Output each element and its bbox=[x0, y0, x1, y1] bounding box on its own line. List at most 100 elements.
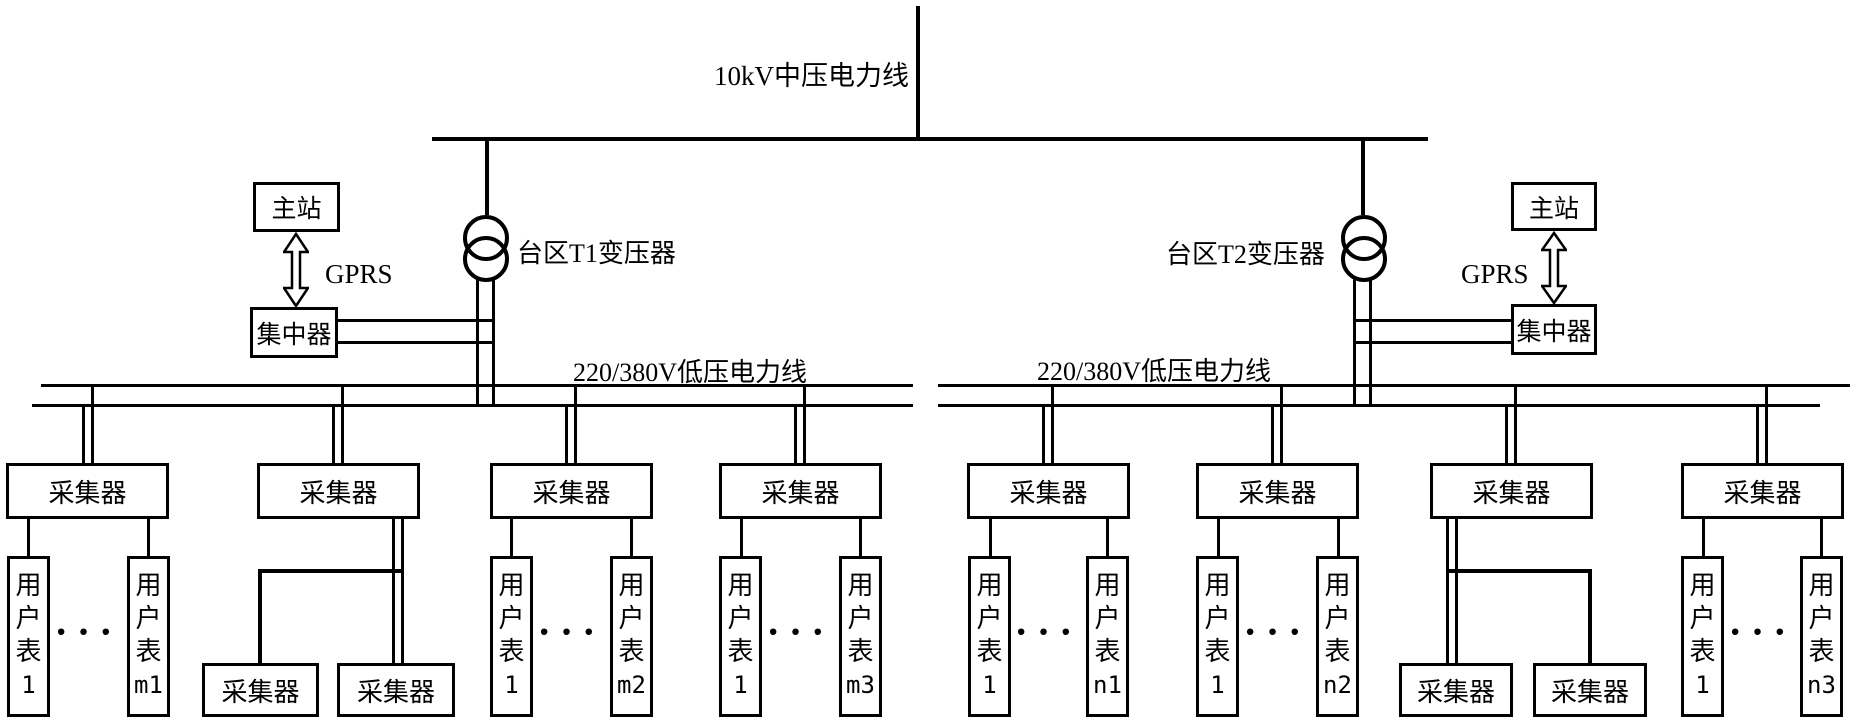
meter-wire bbox=[1337, 519, 1340, 556]
meter-id: m3 bbox=[846, 671, 875, 699]
collector-box-8: 采集器 bbox=[1681, 463, 1844, 519]
master-station-label: 主站 bbox=[1528, 195, 1579, 223]
meter-id: n3 bbox=[1807, 671, 1836, 699]
meter-wire bbox=[147, 519, 150, 556]
concentrator-label: 集中器 bbox=[1516, 318, 1592, 346]
mv-feeder-drop-line bbox=[916, 6, 920, 138]
t2-lv-line-a bbox=[1353, 277, 1356, 407]
sub-branch-wire bbox=[1588, 569, 1592, 663]
drop-wire bbox=[1042, 404, 1045, 463]
meter-wire bbox=[989, 519, 992, 556]
drop-wire bbox=[1756, 404, 1759, 463]
transformer-t2-label: 台区T2变压器 bbox=[1166, 240, 1325, 269]
drop-wire bbox=[574, 384, 577, 463]
meter-label: 用户表 bbox=[847, 571, 874, 666]
concentrator-t1-wire-a bbox=[338, 319, 495, 322]
gprs-arrow-icon-right bbox=[1541, 231, 1567, 305]
collector-label: 采集器 bbox=[532, 478, 611, 508]
meter-label: 用户表 bbox=[498, 571, 525, 666]
meter-wire bbox=[1820, 519, 1823, 556]
t1-hv-drop-line bbox=[485, 140, 489, 215]
meter-ellipsis: ··· bbox=[537, 609, 605, 654]
meter-wire bbox=[630, 519, 633, 556]
meter-wire bbox=[740, 519, 743, 556]
drop-wire bbox=[1051, 384, 1054, 463]
sub-collector-box: 采集器 bbox=[1399, 663, 1513, 717]
meter-label: 用户表 bbox=[1689, 571, 1716, 666]
meter-id: 1 bbox=[21, 671, 36, 699]
gprs-label-right: GPRS bbox=[1461, 259, 1529, 289]
meter-label: 用户表 bbox=[618, 571, 645, 666]
transformer-t1-label: 台区T1变压器 bbox=[517, 239, 676, 268]
drop-wire bbox=[1271, 404, 1274, 463]
lv-bus1-left bbox=[41, 384, 913, 387]
drop-wire bbox=[1765, 384, 1768, 463]
meter-label: 用户表 bbox=[976, 571, 1003, 666]
sub-branch-wire bbox=[258, 569, 404, 573]
meter-label: 用户表 bbox=[15, 571, 42, 666]
collector-label: 采集器 bbox=[761, 478, 840, 508]
meter-box: 用户表 n3 bbox=[1800, 556, 1843, 717]
concentrator-label: 集中器 bbox=[256, 321, 332, 349]
master-station-label: 主站 bbox=[271, 196, 322, 223]
concentrator-t2-wire-a bbox=[1356, 319, 1511, 322]
sub-collector-box: 采集器 bbox=[1533, 663, 1647, 717]
collector-label: 采集器 bbox=[356, 677, 435, 707]
transformer-t2-icon bbox=[1341, 215, 1387, 282]
drop-wire bbox=[565, 404, 568, 463]
sub-wire bbox=[401, 519, 404, 663]
lv-line-label-left: 220/380V低压电力线 bbox=[573, 358, 808, 387]
meter-wire bbox=[1217, 519, 1220, 556]
meter-id: m2 bbox=[617, 671, 646, 699]
meter-id: 1 bbox=[1695, 671, 1710, 699]
master-station-box-right: 主站 bbox=[1511, 182, 1597, 231]
meter-label: 用户表 bbox=[1808, 571, 1835, 666]
sub-branch-wire bbox=[258, 569, 262, 663]
sub-wire bbox=[392, 519, 395, 663]
transformer-t1-icon bbox=[463, 215, 509, 282]
sub-wire bbox=[1446, 519, 1449, 663]
drop-wire bbox=[82, 404, 85, 463]
meter-ellipsis: ··· bbox=[1014, 609, 1082, 654]
lv-bus2-right bbox=[938, 404, 1820, 407]
meter-ellipsis: ··· bbox=[1243, 609, 1311, 654]
collector-box-3: 采集器 bbox=[490, 463, 653, 519]
lv-bus1-right bbox=[938, 384, 1850, 387]
meter-id: 1 bbox=[733, 671, 748, 699]
collector-label: 采集器 bbox=[48, 478, 127, 508]
sub-branch-wire bbox=[1449, 569, 1592, 573]
drop-wire bbox=[1514, 384, 1517, 463]
collector-box-2: 采集器 bbox=[257, 463, 420, 519]
concentrator-box-right: 集中器 bbox=[1511, 304, 1597, 355]
meter-id: n2 bbox=[1323, 671, 1352, 699]
meter-box: 用户表 m2 bbox=[610, 556, 653, 717]
sub-collector-box: 采集器 bbox=[202, 663, 319, 717]
meter-wire bbox=[1702, 519, 1705, 556]
meter-wire bbox=[510, 519, 513, 556]
meter-ellipsis: ··· bbox=[766, 609, 834, 654]
collector-label: 采集器 bbox=[1723, 478, 1802, 508]
gprs-arrow-icon-left bbox=[283, 232, 309, 308]
drop-wire bbox=[341, 384, 344, 463]
gprs-label-left: GPRS bbox=[325, 259, 393, 289]
master-station-box-left: 主站 bbox=[253, 182, 340, 232]
mv-bus-line bbox=[432, 137, 1428, 141]
meter-id: 1 bbox=[1210, 671, 1225, 699]
concentrator-t2-wire-b bbox=[1356, 341, 1511, 344]
meter-label: 用户表 bbox=[727, 571, 754, 666]
drop-wire bbox=[1280, 384, 1283, 463]
meter-label: 用户表 bbox=[135, 571, 162, 666]
lv-line-label-right: 220/380V低压电力线 bbox=[1037, 357, 1272, 386]
sub-wire bbox=[1455, 519, 1458, 663]
collector-label: 采集器 bbox=[1550, 677, 1629, 707]
meter-wire bbox=[27, 519, 30, 556]
meter-wire bbox=[859, 519, 862, 556]
collector-box-1: 采集器 bbox=[6, 463, 169, 519]
collector-box-6: 采集器 bbox=[1196, 463, 1359, 519]
